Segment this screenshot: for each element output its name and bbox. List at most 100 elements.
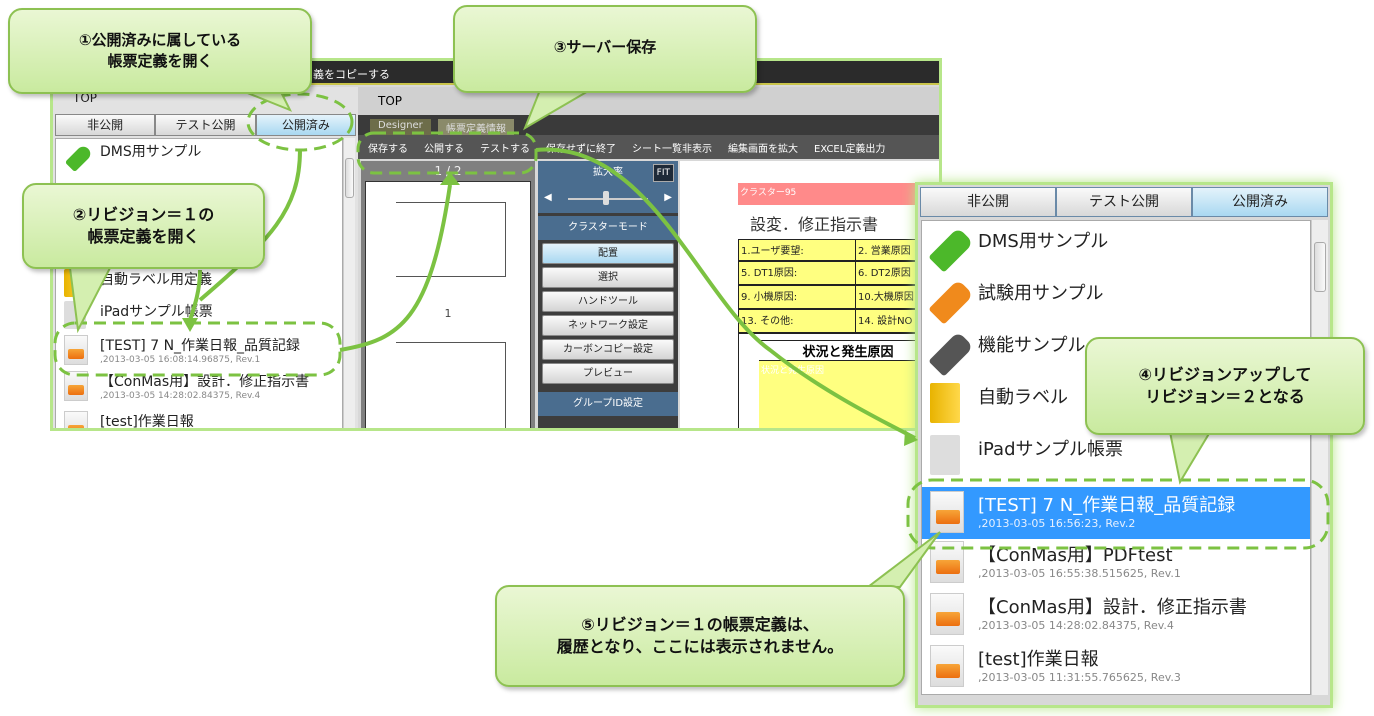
- callout-5: ⑤リビジョン＝１の帳票定義は、履歴となり、ここには表示されません。: [495, 585, 905, 687]
- item-meta: ,2013-03-05 16:55:38.515625, Rev.1: [978, 567, 1181, 580]
- zoom-out-icon[interactable]: ◀: [544, 192, 552, 203]
- callout-text: 履歴となり、ここには表示されません。: [556, 637, 844, 656]
- tab-published[interactable]: 公開済み: [255, 114, 356, 136]
- cluster-label[interactable]: クラスター95: [738, 183, 938, 205]
- list-item[interactable]: 【ConMas用】PDFtest,2013-03-05 16:55:38.515…: [922, 539, 1310, 591]
- scrollbar[interactable]: [343, 138, 355, 428]
- breadcrumb-top: TOP: [73, 91, 98, 105]
- item-meta: ,2013-03-05 16:56:23, Rev.2: [978, 517, 1136, 530]
- list-item[interactable]: DMS用サンプル: [56, 139, 342, 189]
- list-item[interactable]: 機能サンプル: [922, 325, 1310, 377]
- sheet-canvas[interactable]: クラスター95 設変．修正指示書 1.ユーザ要望: 2. 営業原因 5. DT1…: [680, 161, 939, 428]
- list-item-selected[interactable]: [TEST] 7 N_作業日報_品質記録,2013-03-05 16:56:23…: [922, 487, 1310, 539]
- zoom-header: 拡大率 FIT: [538, 161, 678, 185]
- callout-text: ③サーバー保存: [553, 38, 657, 56]
- select-button[interactable]: 選択: [542, 267, 674, 288]
- list-item[interactable]: 試験用サンプル: [922, 273, 1310, 325]
- cause-section: 状況と発生原因 状況と発生原因: [738, 333, 939, 428]
- excel-export-button[interactable]: EXCEL定義出力: [814, 144, 886, 155]
- item-name: 試験用サンプル: [978, 283, 1104, 304]
- callout-text: 帳票定義を開く: [107, 52, 213, 70]
- tab-designer[interactable]: Designer: [370, 119, 431, 135]
- list-item[interactable]: [TEST] 7 N_作業日報_品質記録,2013-03-05 16:08:14…: [56, 329, 342, 369]
- page-counter: 1 / 2: [434, 164, 462, 178]
- callout-3: ③サーバー保存: [453, 5, 757, 93]
- item-name: DMS用サンプル: [978, 231, 1109, 252]
- page-number: 1: [444, 307, 452, 320]
- sheet-cell[interactable]: 1.ユーザ要望:: [738, 239, 856, 261]
- orange-tag-icon: [928, 279, 974, 325]
- sheet-thumbnails: 1 / 2 1: [361, 161, 535, 428]
- list-item[interactable]: iPadサンプル帳票: [56, 299, 342, 329]
- preview-button[interactable]: プレビュー: [542, 363, 674, 384]
- item-name: 【ConMas用】設計．修正指示書: [100, 374, 310, 390]
- sheet-cell[interactable]: 5. DT1原因:: [738, 261, 856, 285]
- zoomed-list-panel: 非公開 テスト公開 公開済み DMS用サンプル 試験用サンプル 機能サンプル 自…: [915, 182, 1333, 708]
- callout-text: ②リビジョン＝１の: [72, 204, 215, 224]
- tab-test-published[interactable]: テスト公開: [155, 114, 256, 136]
- callout-4: ④リビジョンアップしてリビジョン＝２となる: [1085, 337, 1365, 435]
- section-field[interactable]: 状況と発生原因: [759, 361, 937, 428]
- zoom-slider[interactable]: ◀ ▶: [538, 185, 678, 213]
- page-thumbnail[interactable]: 1: [365, 181, 531, 428]
- tab-published[interactable]: 公開済み: [1192, 187, 1328, 217]
- tab-private[interactable]: 非公開: [55, 114, 156, 136]
- gray-tag-icon: [928, 331, 974, 377]
- document-icon: [930, 645, 970, 689]
- item-name: iPadサンプル帳票: [100, 304, 213, 320]
- document-icon: [64, 335, 92, 365]
- item-meta: ,2013-03-05 11:31:55.765625, Rev.3: [978, 671, 1181, 684]
- tab-test-published[interactable]: テスト公開: [1056, 187, 1192, 217]
- exit-without-save-button[interactable]: 保存せずに終了: [546, 144, 616, 155]
- item-name: 【ConMas用】設計．修正指示書: [978, 597, 1247, 618]
- sheet-cell[interactable]: 13. その他:: [738, 309, 856, 333]
- tab-form-info[interactable]: 帳票定義情報: [438, 119, 514, 135]
- item-name: [test]作業日報: [978, 649, 1099, 670]
- callout-text: ④リビジョンアップして: [1138, 364, 1312, 384]
- item-name: [TEST] 7 N_作業日報_品質記録: [100, 338, 301, 354]
- save-button[interactable]: 保存する: [368, 144, 408, 155]
- document-icon: [930, 593, 970, 637]
- tab-private[interactable]: 非公開: [920, 187, 1056, 217]
- fit-button[interactable]: FIT: [652, 164, 674, 182]
- zoom-in-icon[interactable]: ▶: [664, 192, 672, 203]
- callout-text: ⑤リビジョン＝１の帳票定義は、: [581, 614, 819, 634]
- scrollbar[interactable]: [1311, 220, 1328, 695]
- document-icon: [930, 541, 970, 585]
- callout-1: ①公開済みに属している帳票定義を開く: [8, 8, 312, 94]
- network-settings-button[interactable]: ネットワーク設定: [542, 315, 674, 336]
- item-name: iPadサンプル帳票: [978, 439, 1123, 460]
- item-name: 【ConMas用】PDFtest: [978, 545, 1173, 566]
- test-button[interactable]: テストする: [480, 144, 530, 155]
- list-item[interactable]: DMS用サンプル: [922, 221, 1310, 273]
- document-icon: [930, 491, 970, 535]
- status-tabs: 非公開 テスト公開 公開済み: [55, 114, 356, 136]
- hide-sheet-list-button[interactable]: シート一覧非表示: [632, 144, 712, 155]
- toolbar: 保存する 公開する テストする 保存せずに終了 シート一覧非表示 編集画面を拡大…: [358, 135, 939, 159]
- title-text: 義をコピーする: [313, 68, 390, 81]
- slider-thumb[interactable]: [603, 191, 609, 205]
- sheet-cell[interactable]: 9. 小機原因:: [738, 285, 856, 309]
- folder-icon: [930, 435, 970, 479]
- cluster-mode-header: クラスターモード: [538, 216, 678, 240]
- publish-button[interactable]: 公開する: [424, 144, 464, 155]
- folder-icon: [64, 269, 92, 299]
- sheet-title: 設変．修正指示書: [750, 215, 879, 234]
- list-item[interactable]: iPadサンプル帳票: [922, 429, 1310, 481]
- carbon-copy-button[interactable]: カーボンコピー設定: [542, 339, 674, 360]
- item-name: [TEST] 7 N_作業日報_品質記録: [978, 495, 1236, 516]
- green-tag-icon: [64, 141, 94, 173]
- zoom-label: 拡大率: [593, 167, 623, 178]
- list-item[interactable]: 【ConMas用】設計．修正指示書,2013-03-05 14:28:02.84…: [922, 591, 1310, 643]
- callout-2: ②リビジョン＝１の帳票定義を開く: [22, 183, 265, 269]
- hand-tool-button[interactable]: ハンドツール: [542, 291, 674, 312]
- expand-editor-button[interactable]: 編集画面を拡大: [728, 144, 798, 155]
- list-item[interactable]: [test]作業日報: [56, 409, 342, 428]
- section-title: 状況と発生原因: [759, 340, 937, 361]
- list-item[interactable]: 自動ラベル: [922, 377, 1310, 429]
- list-item[interactable]: [test]作業日報,2013-03-05 11:31:55.765625, R…: [922, 643, 1310, 694]
- document-icon: [64, 411, 92, 428]
- list-item[interactable]: 【ConMas用】設計．修正指示書,2013-03-05 14:28:02.84…: [56, 369, 342, 409]
- place-button[interactable]: 配置: [542, 243, 674, 264]
- form-list: DMS用サンプル 自動ラベル用定義 iPadサンプル帳票 [TEST] 7 N_…: [55, 138, 343, 428]
